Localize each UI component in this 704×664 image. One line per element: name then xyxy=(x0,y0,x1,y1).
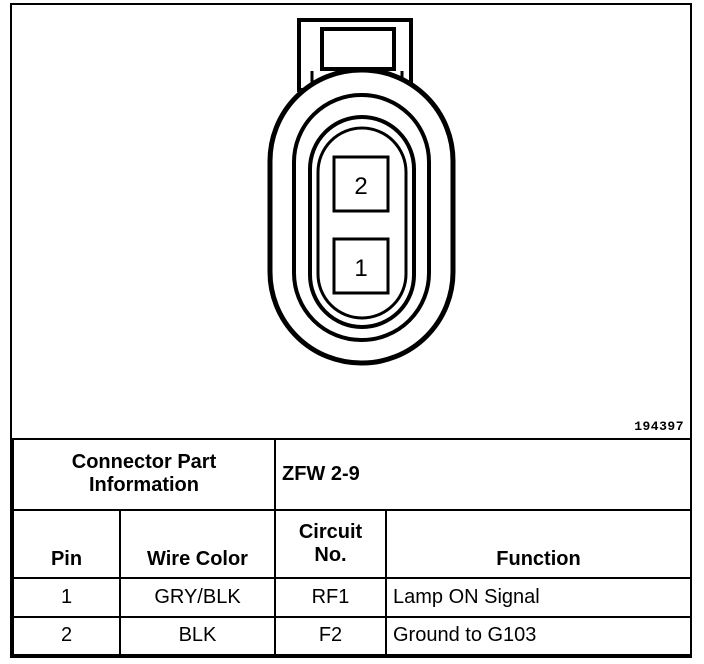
connector-info-table: Connector Part Information ZFW 2-9 Pin W… xyxy=(12,438,692,657)
connector-face-drawing: 2 1 xyxy=(267,18,456,366)
part-info-label-line1: Connector Part xyxy=(71,451,217,474)
pin-1-label: 1 xyxy=(354,255,367,282)
connector-diagram-frame: 2 1 194397 Connector Part Information ZF… xyxy=(10,3,692,658)
pin-header: Pin xyxy=(12,508,121,580)
header-row: Pin Wire Color Circuit No. Function xyxy=(12,508,692,580)
pin-cell: 1 xyxy=(12,577,121,618)
figure-number: 194397 xyxy=(634,419,684,434)
pin-cell: 2 xyxy=(12,615,121,657)
circuit-header-line1: Circuit xyxy=(298,520,363,543)
function-cell: Lamp ON Signal xyxy=(385,577,692,618)
pin-2-cavity xyxy=(332,155,390,213)
pin-1-cavity xyxy=(332,237,390,295)
part-info-label-cell: Connector Part Information xyxy=(12,438,276,511)
wire-color-cell: BLK xyxy=(119,615,276,657)
part-info-label-line2: Information xyxy=(89,474,199,497)
part-number-cell: ZFW 2-9 xyxy=(274,438,692,511)
function-header: Function xyxy=(385,508,692,580)
function-cell: Ground to G103 xyxy=(385,615,692,657)
wire-color-header: Wire Color xyxy=(119,508,276,580)
circuit-cell: F2 xyxy=(274,615,387,657)
circuit-header: Circuit No. xyxy=(274,508,387,580)
table-row: 1 GRY/BLK RF1 Lamp ON Signal xyxy=(12,577,692,618)
table-row: 2 BLK F2 Ground to G103 xyxy=(12,615,692,657)
circuit-header-line2: No. xyxy=(314,543,347,566)
pin-2-label: 2 xyxy=(354,173,367,200)
circuit-cell: RF1 xyxy=(274,577,387,618)
wire-color-cell: GRY/BLK xyxy=(119,577,276,618)
part-info-row: Connector Part Information ZFW 2-9 xyxy=(12,438,692,511)
